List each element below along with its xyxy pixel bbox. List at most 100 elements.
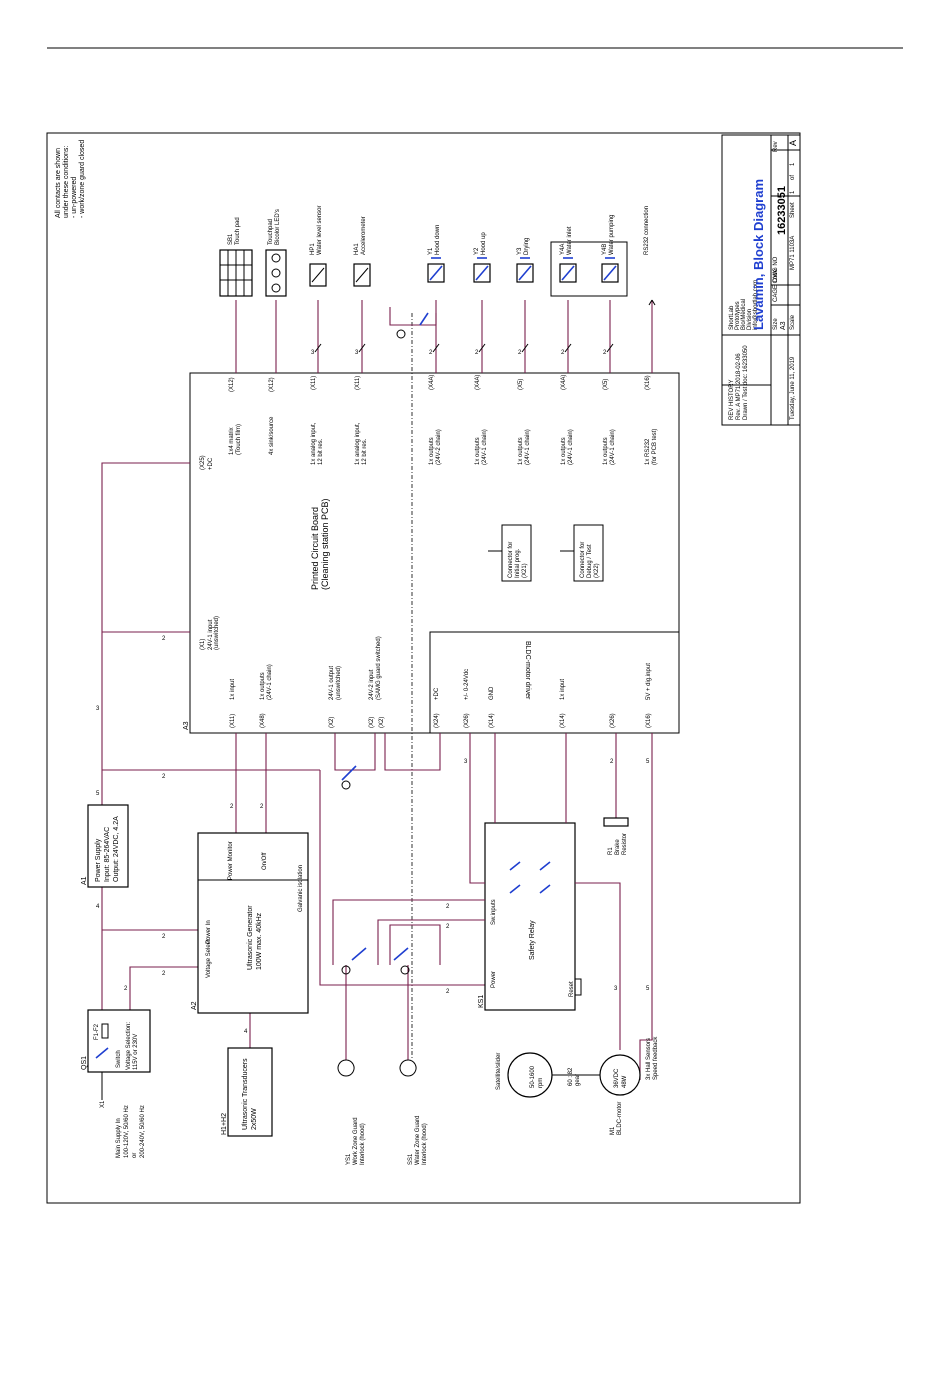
svg-text:+/- 0-24Vdc: +/- 0-24Vdc xyxy=(464,669,470,700)
sheet-value: 1 xyxy=(790,190,796,194)
power-monitor-label: Power Monitor xyxy=(228,841,234,880)
pcb-pin: (X14)GND xyxy=(489,686,495,728)
wire-count: 2 xyxy=(610,759,614,765)
svg-text:(X2): (X2) xyxy=(369,717,375,728)
gear-ratio: 60 : 82 xyxy=(568,1067,574,1086)
drawing-frame xyxy=(46,132,801,1204)
wire-count: 2 xyxy=(162,934,166,940)
svg-text:Initial prog.: Initial prog. xyxy=(515,548,521,578)
svg-text:(X16): (X16) xyxy=(645,375,651,390)
svg-text:200-240V, 50/60 Hz: 200-240V, 50/60 Hz xyxy=(140,1105,146,1158)
svg-text:(X11): (X11) xyxy=(355,376,361,390)
hood-interlock-wire xyxy=(389,307,437,326)
svg-text:1x outputs(24V-1 chain): 1x outputs(24V-1 chain) xyxy=(561,429,574,465)
svg-text:1x analog input,12 bit res.: 1x analog input,12 bit res. xyxy=(355,422,368,465)
svg-text:under these conditions:: under these conditions: xyxy=(63,146,70,218)
svg-text:1x RS232(for PCB test): 1x RS232(for PCB test) xyxy=(645,429,658,465)
svg-text:(X5): (X5) xyxy=(603,379,609,390)
connector-prog xyxy=(501,524,532,582)
svg-text:HP1Water level sensor: HP1Water level sensor xyxy=(310,206,323,255)
svg-text:24V-1 input: 24V-1 input xyxy=(208,619,214,650)
rpm-1: 50-1600 xyxy=(530,1065,536,1088)
svg-text:(X14): (X14) xyxy=(560,713,566,728)
safety-relay-label: Safety Relay xyxy=(529,920,536,960)
company-4: Division xyxy=(747,309,753,330)
safety-relay-ref: KS1 xyxy=(478,995,485,1008)
svg-text:(unswitched): (unswitched) xyxy=(214,616,220,650)
rev-line-1: Rev. A MP71 2018-02-06 xyxy=(736,353,742,420)
wire-count: 4 xyxy=(244,1029,248,1035)
qs1-ref: QS1 xyxy=(81,1056,88,1070)
svg-text:(X4A): (X4A) xyxy=(429,375,435,390)
voltage-select-label: Voltage Select xyxy=(206,939,212,978)
generator-ref: A2 xyxy=(191,1001,198,1010)
ys1-guard-icon xyxy=(337,1059,355,1077)
dwg-label: DWG NO xyxy=(773,256,779,282)
connector-debug xyxy=(573,524,604,582)
switch-icon xyxy=(95,1047,109,1059)
top-devices: SB1Touch pad(X12)1x4 matrix(Touch film)T… xyxy=(219,206,658,465)
brake-resistor-icon xyxy=(603,817,629,827)
safety-relay-box xyxy=(484,822,576,1011)
rev-value: A xyxy=(788,140,798,146)
wire-count: 2 xyxy=(446,989,450,995)
rev-line-2: Drawn / Test doc: 16233050 xyxy=(743,345,749,420)
svg-text:Printed Circuit Board: Printed Circuit Board xyxy=(310,507,320,590)
size-label: Size xyxy=(773,318,779,330)
power-label: Power xyxy=(491,971,497,988)
pcb-pin: (X2) xyxy=(379,717,385,728)
svg-text:1x outputs(24V-1 chain): 1x outputs(24V-1 chain) xyxy=(518,429,531,465)
sheet-of: of xyxy=(790,175,796,180)
transducers-box xyxy=(227,1047,273,1137)
ss1-guard-icon xyxy=(399,1059,417,1077)
svg-text:1x outputs(24V-1 chain): 1x outputs(24V-1 chain) xyxy=(475,429,488,465)
wire-count: 3 xyxy=(96,706,100,712)
pcb-pin: (X26) +/- 0-24Vdc xyxy=(464,669,470,728)
pcb-pin: (X14)1x input xyxy=(560,679,566,728)
svg-text:1x outputs(24V-1 chain): 1x outputs(24V-1 chain) xyxy=(603,429,616,465)
svg-text:(X25): (X25) xyxy=(200,455,206,470)
svg-text:(X12): (X12) xyxy=(229,377,235,392)
svg-text:BLDC-motor: BLDC-motor xyxy=(617,1102,623,1135)
svg-text:M1: M1 xyxy=(610,1126,616,1135)
svg-text:Input: 85-264VAC: Input: 85-264VAC xyxy=(104,827,111,882)
svg-text:(X2): (X2) xyxy=(329,717,335,728)
svg-text:GND: GND xyxy=(489,686,495,700)
relay-contacts-icon xyxy=(509,861,551,894)
wire-count: 3 xyxy=(464,759,468,765)
guard-link-icon xyxy=(400,965,410,975)
wire-count: 2 xyxy=(260,804,264,810)
top-device: RS232 connection(X16)1x RS232(for PCB te… xyxy=(644,206,658,465)
fuse-label: F1-F2 xyxy=(94,1023,100,1040)
qs1-box xyxy=(87,1009,151,1073)
svg-text:1x analog input,12 bit res.: 1x analog input,12 bit res. xyxy=(311,422,324,465)
satellite-label: Satellite/slider xyxy=(496,1053,502,1090)
transducers-ref: H1+H2 xyxy=(221,1113,228,1135)
mains-ref: X1 xyxy=(100,1100,106,1108)
svg-text:Output: 24VDC, 4.2A: Output: 24VDC, 4.2A xyxy=(113,816,120,882)
reset-icon[interactable] xyxy=(574,978,582,996)
vsel-1: Voltage Selection: xyxy=(126,1022,132,1070)
wire-count: 2 xyxy=(475,350,479,356)
wire-count: 2 xyxy=(230,804,234,810)
svg-text:(X11): (X11) xyxy=(230,714,236,728)
svg-text:(X2): (X2) xyxy=(379,717,385,728)
wire-count: 2 xyxy=(124,986,128,992)
pcb-bottom-pins: (X11)1x input(X48)1x outputs(24V-1 chain… xyxy=(230,636,652,728)
svg-text:Brake: Brake xyxy=(615,839,621,855)
top-device: Y2Hood up2(X4A)1x outputs(24V-1 chain) xyxy=(473,232,491,465)
svg-text:Ultrasonic Generator: Ultrasonic Generator xyxy=(247,905,254,970)
svg-text:Y3Drying: Y3Drying xyxy=(517,238,530,255)
bldc-motor-icon xyxy=(599,1054,641,1096)
top-device: TouchpadBicolor LED's(X12)4x sink/source xyxy=(265,209,287,455)
wire-count: 3 xyxy=(355,350,359,356)
svg-text:3x Hall Sensors: 3x Hall Sensors xyxy=(646,1038,652,1080)
wire-count: 5 xyxy=(96,791,100,797)
fuse-icon xyxy=(101,1023,109,1039)
wire-count: 2 xyxy=(429,350,433,356)
svg-text:(X26): (X26) xyxy=(464,713,470,728)
rpm-2: rpm xyxy=(538,1078,544,1088)
